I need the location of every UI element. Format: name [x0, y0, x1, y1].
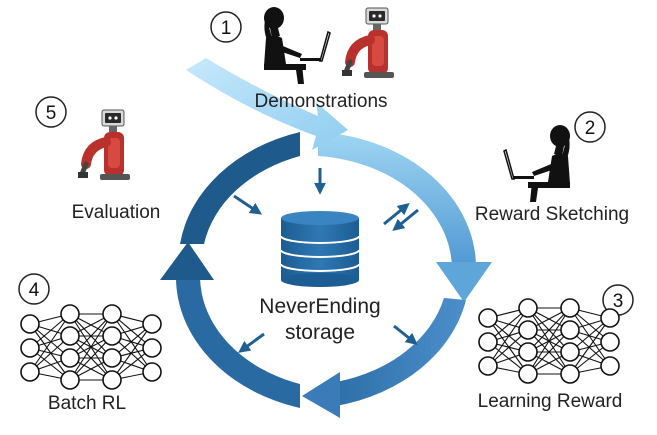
step-4-label: Batch RL — [48, 393, 126, 414]
diagonal-arrow-in — [233, 194, 262, 215]
step-4-number: 4 — [29, 280, 40, 301]
step-3-number: 3 — [613, 291, 624, 312]
diagonal-arrow-out-up — [383, 202, 410, 226]
database-icon — [280, 211, 360, 287]
storage-out-left-arrow — [238, 332, 265, 353]
storage-out-right-arrow — [393, 324, 418, 345]
step-1-label: Demonstrations — [254, 91, 387, 112]
robot-arm-icon — [78, 110, 130, 180]
human-at-laptop-icon — [263, 6, 331, 85]
storage-label-line1: NeverEnding — [259, 295, 380, 318]
step-2-number: 2 — [585, 118, 596, 139]
step-5-number: 5 — [46, 103, 57, 124]
step-5-label: Evaluation — [72, 202, 161, 223]
diagonal-arrow-in-down — [392, 208, 419, 232]
step-1-number: 1 — [221, 18, 232, 39]
demonstrations-arrow — [186, 58, 348, 150]
storage-label-line2: storage — [285, 321, 355, 344]
human-at-laptop-icon — [503, 124, 571, 203]
step-1-badge: 1 — [210, 11, 242, 43]
step-2-badge: 2 — [574, 111, 606, 143]
neural-network-icon — [20, 304, 162, 390]
step-2-label: Reward Sketching — [475, 204, 629, 225]
step-3-label: Learning Reward — [478, 391, 623, 412]
cycle-arrow — [160, 132, 492, 418]
step-4-badge: 4 — [18, 273, 50, 305]
step-5-badge: 5 — [35, 96, 67, 128]
neural-network-icon — [478, 298, 620, 384]
robot-arm-icon — [342, 8, 394, 78]
